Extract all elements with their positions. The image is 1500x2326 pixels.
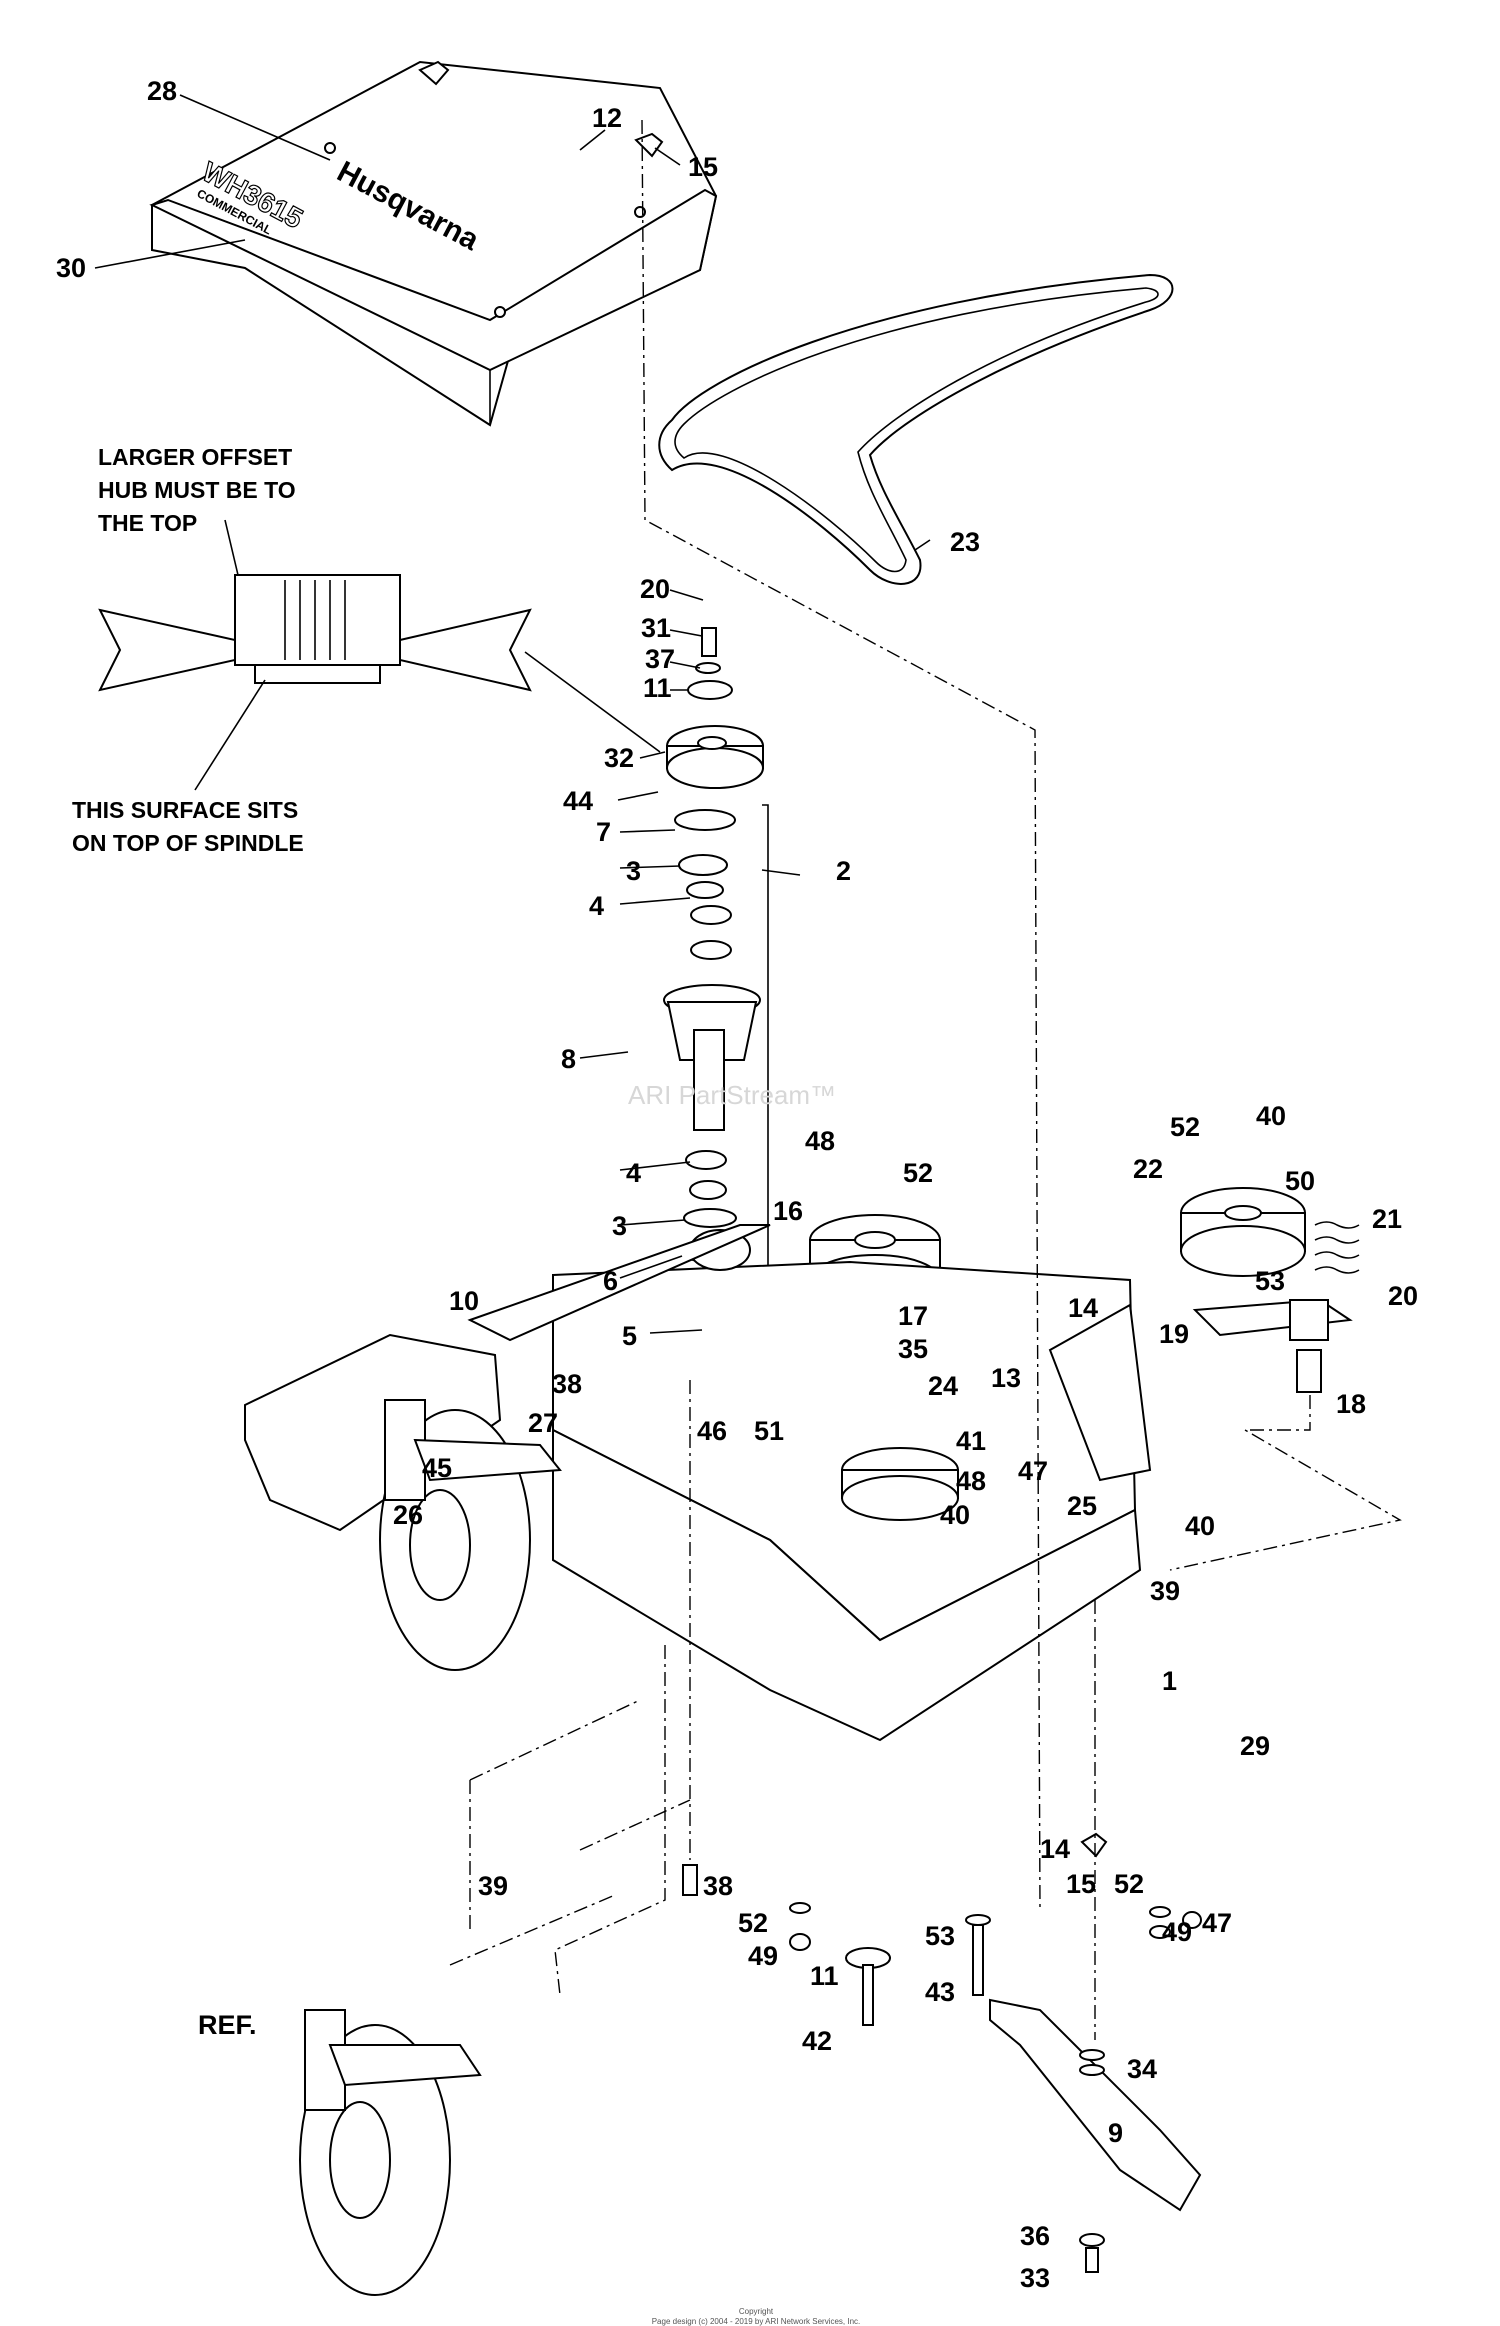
caster-wheel-ref[interactable]	[299, 2009, 482, 2296]
note-spindle-surface: THIS SURFACE SITS ON TOP OF SPINDLE	[72, 797, 304, 856]
callout-4-lower[interactable]: 4	[626, 1158, 641, 1188]
idler-arm-assembly[interactable]	[1180, 1187, 1360, 1393]
callout-31[interactable]: 31	[641, 613, 671, 643]
callout-15[interactable]: 15	[688, 152, 718, 182]
callout-7[interactable]: 7	[596, 817, 611, 847]
belt[interactable]	[658, 273, 1174, 585]
callout-10[interactable]: 10	[449, 1286, 479, 1316]
callout-6[interactable]: 6	[603, 1266, 618, 1296]
callout-13[interactable]: 13	[991, 1363, 1021, 1393]
callout-49[interactable]: 49	[1162, 1917, 1192, 1947]
callout-16[interactable]: 16	[773, 1196, 803, 1226]
callout-28[interactable]: 28	[147, 76, 177, 106]
alignment-lines	[449, 119, 1402, 2040]
note-hub-line-3: THE TOP	[98, 510, 197, 536]
callout-46[interactable]: 46	[697, 1416, 727, 1446]
callout-47-right[interactable]: 47	[1202, 1908, 1232, 1938]
callout-17[interactable]: 17	[898, 1301, 928, 1331]
callout-34[interactable]: 34	[1127, 2054, 1157, 2084]
callout-50[interactable]: 50	[1285, 1166, 1315, 1196]
callout-3[interactable]: 3	[626, 856, 641, 886]
callout-52-right[interactable]: 52	[1114, 1869, 1144, 1899]
deck-cover[interactable]: Husqvarna WH3615 COMMERCIAL	[149, 60, 718, 427]
watermark: ARI PartStream™	[628, 1080, 836, 1110]
callout-24[interactable]: 24	[928, 1371, 958, 1401]
callout-43[interactable]: 43	[925, 1977, 955, 2007]
callout-47[interactable]: 47	[1018, 1456, 1048, 1486]
callout-41[interactable]: 41	[956, 1426, 986, 1456]
callout-49-lower[interactable]: 49	[748, 1941, 778, 1971]
callout-9[interactable]: 9	[1108, 2118, 1123, 2148]
callout-4[interactable]: 4	[589, 891, 604, 921]
caster-wheel-front[interactable]	[379, 1399, 562, 1671]
callout-30[interactable]: 30	[56, 253, 86, 283]
note-spindle-line-1: THIS SURFACE SITS	[72, 797, 298, 823]
note-hub-line-1: LARGER OFFSET	[98, 444, 292, 470]
callout-48-lower[interactable]: 48	[956, 1466, 986, 1496]
callout-39[interactable]: 39	[1150, 1576, 1180, 1606]
callout-26[interactable]: 26	[393, 1500, 423, 1530]
mower-deck[interactable]	[467, 1224, 1152, 1742]
callout-52-lower[interactable]: 52	[738, 1908, 768, 1938]
callout-38[interactable]: 38	[552, 1369, 582, 1399]
callout-18[interactable]: 18	[1336, 1389, 1366, 1419]
callout-14-lower[interactable]: 14	[1040, 1834, 1070, 1864]
callout-3-lower[interactable]: 3	[612, 1211, 627, 1241]
callout-29[interactable]: 29	[1240, 1731, 1270, 1761]
callout-15-lower[interactable]: 15	[1066, 1869, 1096, 1899]
callout-40-lower[interactable]: 40	[940, 1500, 970, 1530]
lower-hardware[interactable]	[682, 1832, 1202, 2273]
leader-lines	[94, 94, 931, 1334]
callout-45[interactable]: 45	[422, 1453, 452, 1483]
callout-22[interactable]: 22	[1133, 1154, 1163, 1184]
callout-53[interactable]: 53	[1255, 1266, 1285, 1296]
callout-23[interactable]: 23	[950, 527, 980, 557]
callout-39-ref[interactable]: 39	[478, 1871, 508, 1901]
callout-52[interactable]: 52	[903, 1158, 933, 1188]
note-spindle-line-2: ON TOP OF SPINDLE	[72, 830, 304, 856]
copyright-line-2: Page design (c) 2004 - 2019 by ARI Netwo…	[652, 2317, 861, 2326]
callout-25[interactable]: 25	[1067, 1491, 1097, 1521]
callout-37[interactable]: 37	[645, 644, 675, 674]
offset-hub-detail	[98, 574, 532, 692]
callout-35[interactable]: 35	[898, 1334, 928, 1364]
callout-20-arm[interactable]: 20	[1388, 1281, 1418, 1311]
note-hub-orientation: LARGER OFFSET HUB MUST BE TO THE TOP	[98, 444, 296, 536]
callout-21[interactable]: 21	[1372, 1204, 1402, 1234]
copyright-line-1: Copyright	[739, 2307, 774, 2316]
callout-53-lower[interactable]: 53	[925, 1921, 955, 1951]
callout-14[interactable]: 14	[1068, 1293, 1098, 1323]
callout-11-lower[interactable]: 11	[810, 1961, 839, 1991]
callout-2[interactable]: 2	[836, 856, 851, 886]
callout-8[interactable]: 8	[561, 1044, 576, 1074]
callout-32[interactable]: 32	[604, 743, 634, 773]
callout-42[interactable]: 42	[802, 2026, 832, 2056]
callout-40-right[interactable]: 40	[1185, 1511, 1215, 1541]
callout-36[interactable]: 36	[1020, 2221, 1050, 2251]
callout-ref[interactable]: REF.	[198, 2010, 257, 2040]
cutting-blade[interactable]	[989, 1998, 1202, 2212]
callout-20[interactable]: 20	[640, 574, 670, 604]
callout-52-arm[interactable]: 52	[1170, 1112, 1200, 1142]
callout-5[interactable]: 5	[622, 1321, 637, 1351]
callout-12[interactable]: 12	[592, 103, 622, 133]
callout-19[interactable]: 19	[1159, 1319, 1189, 1349]
note-hub-line-2: HUB MUST BE TO	[98, 477, 296, 503]
callout-11[interactable]: 11	[643, 673, 672, 703]
callout-27[interactable]: 27	[528, 1408, 558, 1438]
callout-48[interactable]: 48	[805, 1126, 835, 1156]
callout-labels: 28 12 15 30 23 20 31 37 11 32 44 7 2 3 4…	[56, 76, 1418, 2293]
callout-33[interactable]: 33	[1020, 2263, 1050, 2293]
callout-38-lower[interactable]: 38	[703, 1871, 733, 1901]
callout-40[interactable]: 40	[1256, 1101, 1286, 1131]
callout-44[interactable]: 44	[563, 786, 593, 816]
callout-1[interactable]: 1	[1162, 1666, 1177, 1696]
callout-51[interactable]: 51	[754, 1416, 784, 1446]
